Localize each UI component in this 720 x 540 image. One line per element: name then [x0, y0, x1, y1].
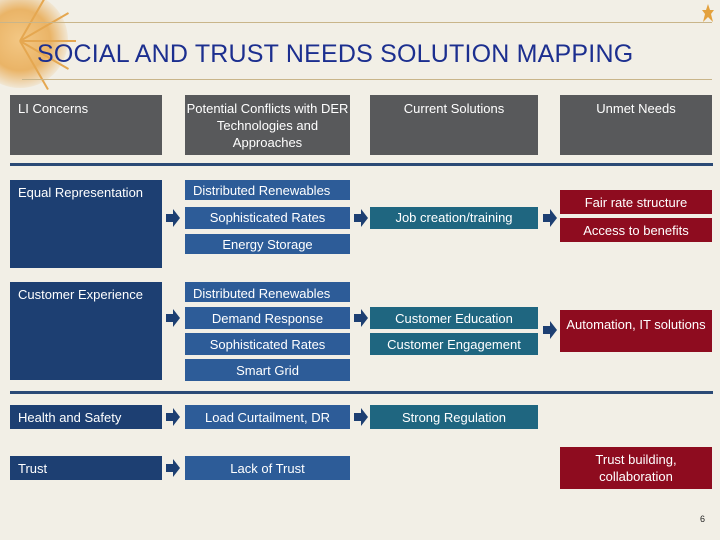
conflict-item: Sophisticated Rates — [185, 207, 350, 229]
arrow-right-icon — [166, 309, 180, 327]
concern-trust: Trust — [10, 456, 162, 480]
section-divider — [10, 163, 713, 166]
conflict-item: Distributed Renewables — [185, 180, 350, 200]
solution-item: Customer Education — [370, 307, 538, 329]
arrow-right-icon — [543, 321, 557, 339]
page-title: SOCIAL AND TRUST NEEDS SOLUTION MAPPING — [37, 40, 634, 68]
arrow-right-icon — [354, 309, 368, 327]
header-solutions: Current Solutions — [370, 95, 538, 155]
unmet-need-item: Trust building, collaboration — [560, 447, 712, 489]
unmet-need-item: Fair rate structure — [560, 190, 712, 214]
concern-equal-representation: Equal Representation — [10, 180, 162, 268]
header-conflicts: Potential Conflicts with DER Technologie… — [185, 95, 350, 155]
unmet-need-item: Access to benefits — [560, 218, 712, 242]
conflict-item: Lack of Trust — [185, 456, 350, 480]
conflict-item: Sophisticated Rates — [185, 333, 350, 355]
top-rule — [0, 22, 712, 23]
conflict-item: Energy Storage — [185, 234, 350, 254]
page-number: 6 — [700, 514, 706, 524]
header-unmet: Unmet Needs — [560, 95, 712, 155]
arrow-right-icon — [354, 209, 368, 227]
solution-item: Job creation/training — [370, 207, 538, 229]
title-rule — [22, 79, 712, 80]
arrow-right-icon — [354, 408, 368, 426]
conflict-item: Distributed Renewables — [185, 282, 350, 302]
conflict-item: Load Curtailment, DR — [185, 405, 350, 429]
conflict-item: Demand Response — [185, 307, 350, 329]
solution-item: Strong Regulation — [370, 405, 538, 429]
solution-item: Customer Engagement — [370, 333, 538, 355]
concern-customer-experience: Customer Experience — [10, 282, 162, 380]
arrow-right-icon — [166, 209, 180, 227]
concern-health-and-safety: Health and Safety — [10, 405, 162, 429]
section-divider — [10, 391, 713, 394]
arrow-right-icon — [166, 459, 180, 477]
arrow-right-icon — [166, 408, 180, 426]
arrow-right-icon — [543, 209, 557, 227]
logo-icon — [702, 4, 714, 22]
unmet-need-item: Automation, IT solutions — [560, 310, 712, 352]
conflict-item: Smart Grid — [185, 359, 350, 381]
header-concerns: LI Concerns — [10, 95, 162, 155]
sun-ray — [20, 40, 76, 42]
